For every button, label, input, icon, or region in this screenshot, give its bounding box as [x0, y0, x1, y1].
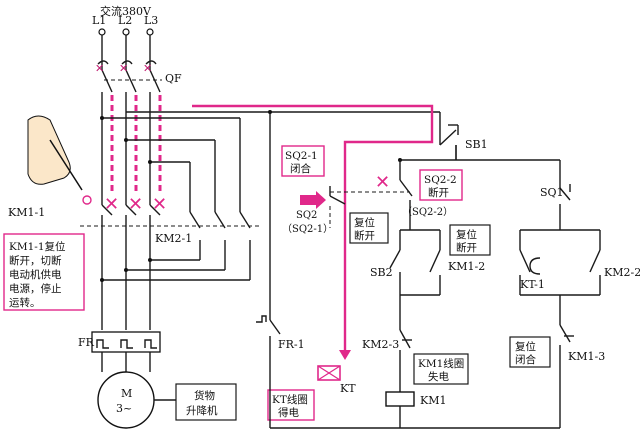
load-line-2: 升降机 [186, 404, 218, 417]
km1-note-2: 断开，切断 [9, 254, 62, 267]
motor-m-label: M [121, 387, 132, 400]
km1-coil-note-1: KM1线圈 [418, 357, 464, 370]
km1-coil-note-2: 失电 [428, 370, 449, 383]
sq22-note-box [419, 169, 463, 201]
km1-main-contacts: ✕ ✕ ✕ [82, 194, 167, 330]
load-box [175, 383, 237, 421]
km1-x2-icon: ✕ [128, 194, 143, 215]
reset-close-box [509, 336, 551, 368]
sq21-note-1: SQ2-1 [285, 150, 318, 162]
km1-x3-icon: ✕ [152, 194, 167, 215]
sq2-2-switch: ✕ [330, 160, 413, 230]
qf-x3-icon: ✕ [143, 62, 152, 75]
sq2-1-switch [300, 186, 346, 209]
phase-l3-label: L3 [144, 14, 158, 27]
km2-main-contacts [80, 211, 260, 282]
motor: M 3~ [97, 371, 155, 429]
km1-coil-note-box [413, 353, 469, 385]
control-supply-wires [126, 110, 441, 320]
sq22-note-2: 断开 [428, 186, 449, 199]
motor-phase-label: 3~ [116, 402, 132, 415]
km1-x1-icon: ✕ [104, 194, 119, 215]
load-line-1: 货物 [194, 389, 215, 402]
hand-illustration [27, 115, 83, 191]
supply-title: 交流380V [100, 4, 152, 18]
km2-branch-wires [100, 116, 241, 212]
pink-current-path [192, 104, 434, 360]
km1-note-5: 运转。 [9, 296, 41, 309]
km2-3-contact [399, 329, 412, 392]
km22-label: KM2-2 [604, 266, 640, 279]
km1-note-1: KM1-1复位 [9, 240, 66, 253]
qf-x1-icon: ✕ [95, 62, 104, 75]
sq22-x-icon: ✕ [375, 172, 390, 193]
kt-label: KT [340, 382, 356, 395]
phase-wires-main [101, 92, 151, 205]
right-branch [519, 160, 601, 428]
supply-terminals [98, 28, 154, 36]
breaker-qf: ✕ ✕ ✕ QF [95, 60, 182, 93]
km1-note-4: 电源，停止 [9, 282, 62, 295]
sb1-label: SB1 [465, 138, 488, 151]
sq1-label: SQ1 [540, 186, 564, 199]
thermal-relay-fr [91, 331, 161, 372]
kt1-label: KT-1 [520, 278, 545, 291]
km1-note-box [3, 233, 85, 311]
km1-coil [385, 391, 415, 407]
km1-note-3: 电动机供电 [9, 268, 62, 281]
km1-coil-label: KM1 [420, 394, 446, 407]
km2-main-label: KM2-1 [155, 232, 192, 245]
reset-close-1: 复位 [515, 340, 536, 353]
sq22-note-1: SQ2-2 [424, 174, 457, 186]
kt-coil-note-1: KT线圈 [272, 393, 308, 406]
reset-open-right-2: 断开 [456, 241, 477, 254]
sq21-note-2: 闭合 [290, 162, 311, 175]
reset-open-left-2: 断开 [354, 229, 375, 242]
qf-x2-icon: ✕ [119, 62, 128, 75]
reset-open-left-box [349, 212, 389, 244]
fr1-label: FR-1 [278, 338, 305, 351]
sb2-label: SB2 [370, 266, 393, 279]
sq22-label: （SQ2-2） [402, 206, 453, 218]
sb2-km12-branch [389, 229, 441, 330]
phase-wires-top [101, 35, 151, 70]
kt-coil-note-2: 得电 [278, 406, 299, 419]
reset-open-right-1: 复位 [456, 228, 477, 241]
km12-label: KM1-2 [448, 260, 485, 273]
phase-l1-label: L1 [92, 14, 106, 27]
sq21-note-box [281, 145, 325, 177]
km13-label: KM1-3 [568, 350, 605, 363]
km1-main-label: KM1-1 [8, 206, 45, 219]
km23-label: KM2-3 [362, 338, 399, 351]
sq21-label: （SQ2-1） [282, 223, 333, 235]
reset-open-right-box [449, 224, 491, 256]
kt-coil-note-box [267, 389, 315, 421]
fr-label: FR [78, 336, 95, 349]
reset-open-left-1: 复位 [354, 216, 375, 229]
sq2-label: SQ2 [296, 210, 317, 221]
phase-l2-label: L2 [118, 14, 132, 27]
reset-close-2: 闭合 [515, 353, 536, 366]
fr1-contact [256, 315, 281, 428]
pink-dashed-links [110, 95, 162, 195]
qf-label: QF [165, 72, 182, 85]
